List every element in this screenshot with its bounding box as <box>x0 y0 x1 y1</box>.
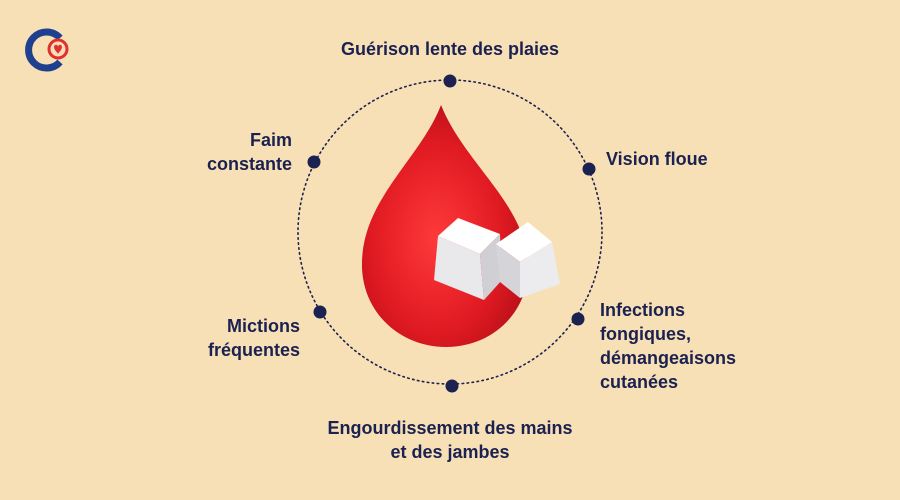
point-top <box>443 74 457 88</box>
point-left-top <box>307 155 321 169</box>
symptom-label-left-bottom: Mictions fréquentes <box>207 316 300 360</box>
sugar-cubes-icon <box>434 218 560 300</box>
symptom-label-left-top: Faim constante <box>206 130 292 174</box>
logo-icon <box>25 28 69 72</box>
symptom-label-right-top: Vision floue <box>606 149 708 169</box>
symptom-label-top: Guérison lente des plaies <box>340 39 560 59</box>
symptom-label-bottom: Engourdissement des mains et des jambes <box>327 418 573 462</box>
point-left-bottom <box>313 305 327 319</box>
symptom-label-right-bottom: Infections fongiques, démangeaisons cuta… <box>600 300 737 392</box>
point-bottom <box>445 379 459 393</box>
blood-drop-icon <box>361 105 528 347</box>
point-right-bottom <box>571 312 585 326</box>
point-right-top <box>582 162 596 176</box>
